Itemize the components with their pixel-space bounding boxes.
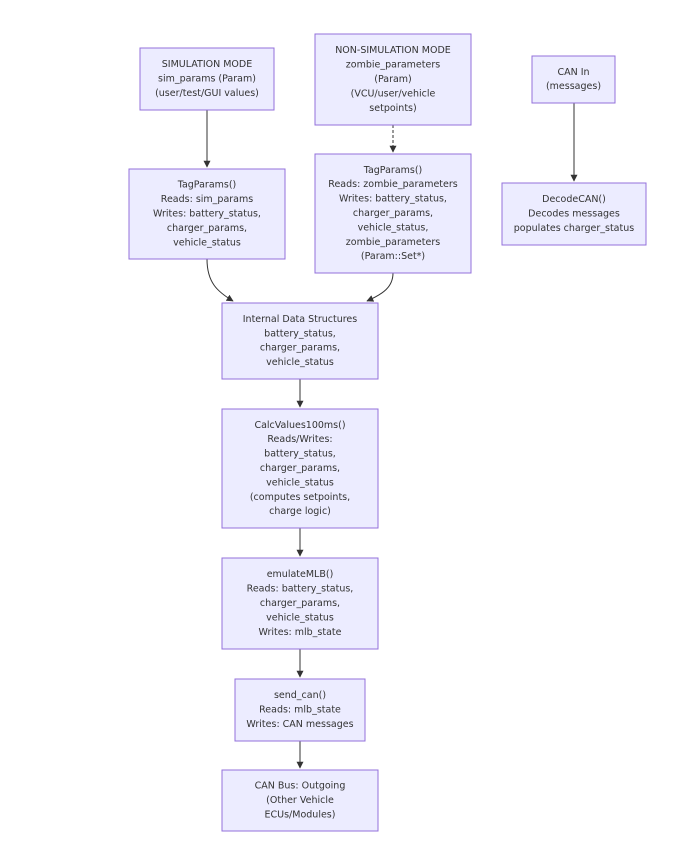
node-sendcan-line: send_can()	[274, 690, 326, 701]
node-tag2-line: Reads: zombie_parameters	[328, 179, 458, 190]
node-nonsim-line: zombie_parameters	[346, 60, 440, 71]
node-sim-line: SIMULATION MODE	[162, 59, 252, 70]
node-internal-line: vehicle_status	[266, 357, 334, 368]
node-calc-line: vehicle_status	[266, 477, 334, 488]
node-sim-line: (user/test/GUI values)	[155, 88, 259, 99]
node-tag1-line: TagParams()	[177, 180, 237, 191]
node-sim: SIMULATION MODE sim_params (Param) (user/t…	[139, 47, 275, 111]
node-tag1-box	[128, 168, 286, 260]
node-sendcan-box	[234, 678, 366, 742]
node-emulate-line: charger_params,	[260, 598, 340, 609]
node-internal: Internal Data Structures battery_status,c…	[221, 302, 379, 380]
node-decode: DecodeCAN() Decodes messages populates cha…	[501, 182, 647, 246]
node-tag2-line: vehicle_status,	[358, 222, 429, 233]
node-nonsim-line: setpoints)	[369, 103, 416, 114]
node-tag2-line: Writes: battery_status,	[339, 194, 447, 205]
node-tag1-line: Reads: sim_params	[161, 194, 253, 205]
node-canin-line: CAN In	[557, 67, 589, 78]
node-calc-line: charger_params,	[260, 463, 340, 474]
node-sim-line: sim_params (Param)	[158, 74, 256, 85]
node-emulate-line: vehicle_status	[266, 612, 334, 623]
node-tag1-line: vehicle_status	[173, 237, 241, 248]
node-tag2-box	[314, 153, 472, 274]
node-internal-line: Internal Data Structures	[243, 314, 358, 325]
node-tag2-line: (Param::Set*)	[361, 251, 425, 262]
node-canbus-line: CAN Bus: Outgoing	[255, 781, 346, 792]
node-sendcan-line: Writes: CAN messages	[246, 719, 353, 730]
node-canbus-line: (Other Vehicle	[266, 795, 334, 806]
node-nonsim-line: NON-SIMULATION MODE	[335, 45, 451, 56]
node-internal-line: charger_params,	[260, 343, 340, 354]
node-emulate-line: Reads: battery_status,	[247, 584, 354, 595]
node-calc-box	[221, 408, 379, 529]
edges-layer	[203, 103, 578, 769]
node-decode-box	[501, 182, 647, 246]
node-calc-line: charge logic)	[269, 506, 331, 517]
node-canbus-box	[221, 769, 379, 832]
node-calc-line: Reads/Writes:	[267, 434, 332, 445]
node-decode-line: DecodeCAN()	[542, 194, 606, 205]
edge-tag2-internal	[366, 272, 394, 302]
node-tag2: TagParams() Reads: zombie_parametersWrite…	[314, 153, 472, 274]
node-decode-line: populates charger_status	[514, 223, 634, 234]
node-decode-line: Decodes messages	[528, 209, 620, 220]
node-canbus: CAN Bus: Outgoing (Other VehicleECUs/Modu…	[221, 769, 379, 832]
node-tag2-line: TagParams()	[363, 165, 423, 176]
node-tag2-line: zombie_parameters	[346, 237, 440, 248]
node-emulate: emulateMLB() Reads: battery_status,charge…	[221, 557, 379, 650]
node-sendcan-line: Reads: mlb_state	[259, 705, 341, 716]
node-internal-line: battery_status,	[264, 328, 336, 339]
node-sim-box	[139, 47, 275, 111]
node-calc: CalcValues100ms() Reads/Writes: battery_st…	[221, 408, 379, 529]
node-calc-line: (computes setpoints,	[250, 492, 350, 503]
node-calc-line: battery_status,	[264, 449, 336, 460]
node-canin-box	[531, 55, 616, 104]
node-tag1-line: charger_params,	[167, 223, 247, 234]
edge-tag1-internal	[206, 258, 234, 302]
node-tag2-line: charger_params,	[353, 208, 433, 219]
node-tag1-line: Writes: battery_status,	[153, 209, 261, 220]
node-emulate-line: Writes: mlb_state	[259, 627, 342, 638]
node-canin: CAN In (messages)	[531, 55, 616, 104]
nodes-layer: SIMULATION MODE sim_params (Param) (user/t…	[128, 33, 647, 832]
node-nonsim-box	[314, 33, 472, 126]
node-calc-line: CalcValues100ms()	[254, 420, 345, 431]
node-emulate-line: emulateMLB()	[267, 569, 334, 580]
node-nonsim: NON-SIMULATION MODE zombie_parameters (Par…	[314, 33, 472, 126]
node-internal-box	[221, 302, 379, 380]
node-nonsim-line: (VCU/user/vehicle	[351, 88, 436, 99]
node-emulate-box	[221, 557, 379, 650]
node-canbus-line: ECUs/Modules)	[265, 809, 336, 820]
node-canin-line: (messages)	[546, 81, 601, 92]
node-nonsim-line: (Param)	[374, 74, 412, 85]
